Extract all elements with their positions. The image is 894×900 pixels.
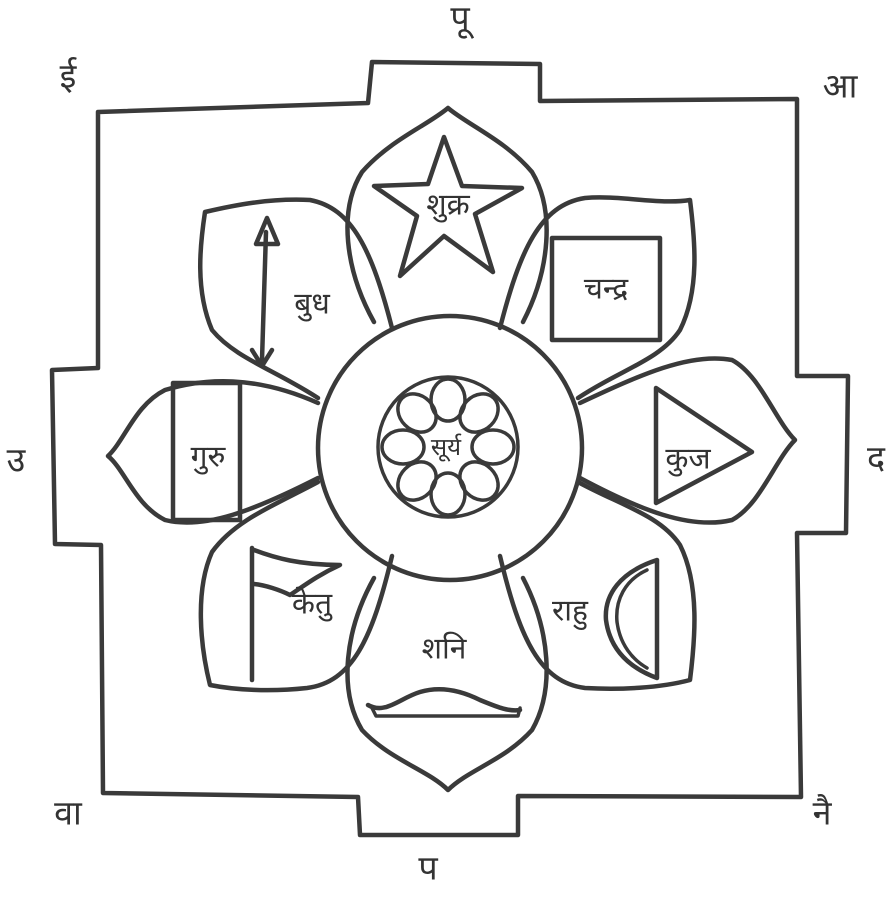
direction-southeast: नै bbox=[813, 794, 833, 834]
arrow-icon bbox=[249, 215, 281, 369]
planet-jupiter: गुरु bbox=[191, 440, 227, 476]
flag-icon bbox=[249, 545, 343, 683]
petals bbox=[105, 105, 798, 793]
planet-saturn: शनि bbox=[422, 632, 468, 667]
planet-sun: सूर्य bbox=[431, 433, 462, 462]
planet-mercury: बुध bbox=[294, 287, 330, 323]
star-icon bbox=[371, 134, 525, 279]
direction-west: प bbox=[418, 849, 438, 889]
outer-frame bbox=[49, 59, 851, 838]
bow-icon bbox=[365, 687, 523, 713]
rectangle-icon bbox=[170, 380, 243, 523]
square-icon bbox=[549, 235, 663, 343]
petal-bottom-right bbox=[497, 479, 697, 691]
planet-venus: शुक्र bbox=[426, 188, 470, 224]
planet-rahu: राहु bbox=[552, 594, 589, 631]
planet-ketu: केतु bbox=[292, 587, 333, 623]
center-ring-inner bbox=[376, 375, 520, 519]
center-ring-outer bbox=[315, 313, 585, 583]
planet-mars: कुज bbox=[665, 442, 711, 478]
direction-east: पू bbox=[450, 0, 474, 40]
direction-northwest: ई bbox=[60, 57, 78, 97]
direction-north: उ bbox=[7, 441, 27, 481]
sun-lotus bbox=[380, 377, 516, 517]
direction-southwest: वा bbox=[54, 794, 83, 834]
petal-bottom bbox=[345, 575, 549, 793]
triangle-icon bbox=[653, 385, 755, 506]
planet-moon: चन्द्र bbox=[584, 272, 629, 307]
direction-northeast: आ bbox=[823, 67, 859, 107]
petal-right bbox=[577, 356, 798, 525]
winnow-icon bbox=[603, 557, 660, 681]
petal-bottom-left bbox=[198, 479, 395, 693]
direction-south: द bbox=[867, 439, 886, 479]
petal-top-right bbox=[497, 195, 697, 401]
petal-top-left bbox=[198, 197, 395, 401]
